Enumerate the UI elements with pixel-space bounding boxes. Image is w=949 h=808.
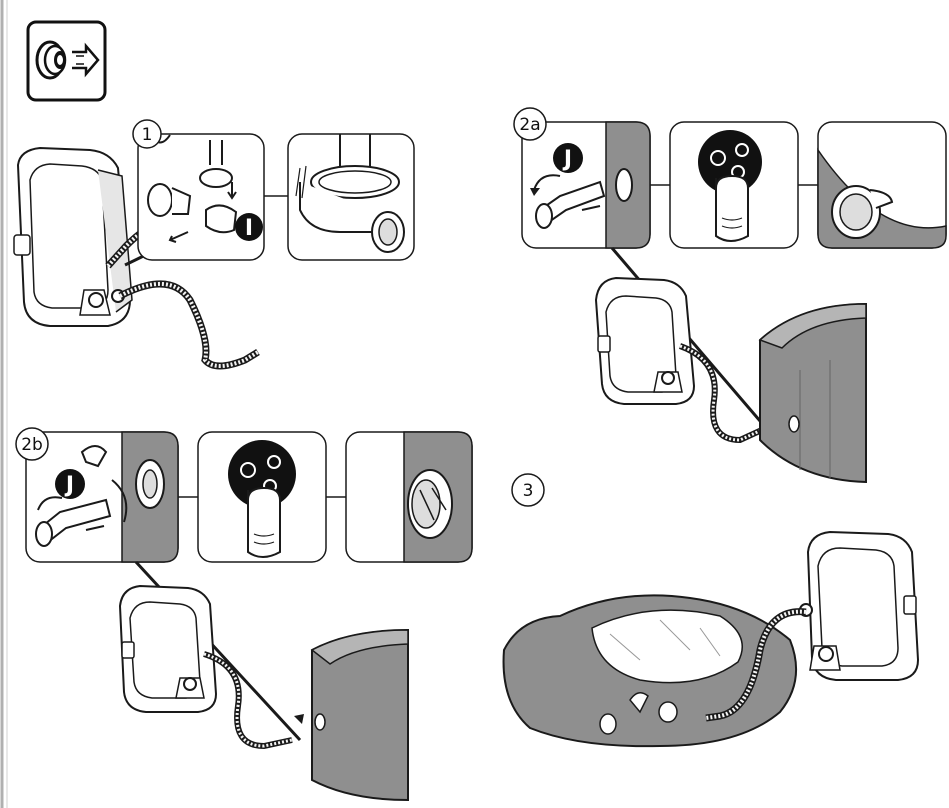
press-valve-detail-2a [670, 122, 798, 248]
step-2a: J 2a [514, 108, 946, 482]
step-2a-label: 2a [519, 115, 540, 135]
page-left-border [2, 0, 7, 808]
step-3-label: 3 [523, 481, 534, 501]
pump-unit-2b [120, 586, 216, 712]
valve-detail-1 [288, 134, 414, 260]
step-1-label: 1 [142, 125, 153, 145]
spa-tub-2a [760, 304, 866, 482]
pump-unit-1 [14, 148, 132, 326]
callout-letter-I: I [245, 216, 253, 241]
valve-on-tub-detail-2a [818, 122, 946, 248]
valve-closed-detail-2b [346, 432, 472, 562]
press-valve-detail-2b [198, 432, 326, 562]
callout-letter-J-2a: J [562, 147, 572, 172]
step-1: I 1 [14, 120, 414, 366]
step-2b: J 2b [16, 428, 472, 800]
pump-unit-2a [596, 278, 694, 404]
callout-2a-detail: J 2a [514, 108, 650, 248]
pump-inflate-icon [28, 22, 105, 100]
step-2b-label: 2b [21, 435, 43, 455]
step-3: 3 [504, 474, 918, 746]
pump-unit-3 [800, 532, 918, 680]
callout-letter-J-2b: J [64, 473, 74, 498]
spa-tub-2b [294, 630, 408, 800]
callout-2b-detail: J 2b [16, 428, 178, 562]
air-hose-1 [120, 284, 258, 366]
callout-1-detail: I 1 [133, 120, 264, 260]
